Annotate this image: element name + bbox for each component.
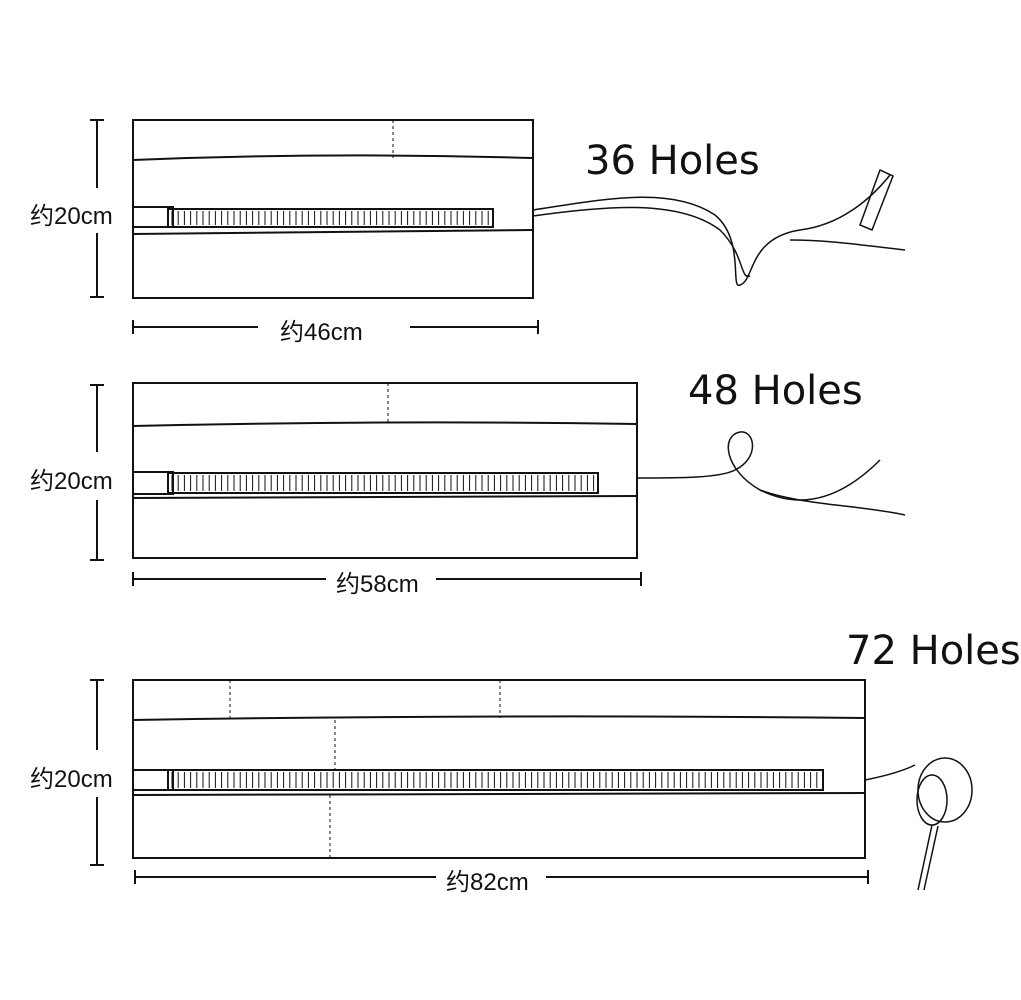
pen-loops-strip (167, 769, 824, 791)
roll-tab (132, 769, 174, 791)
holes-label-36: 36 Holes (585, 138, 760, 184)
width-dimension (132, 320, 539, 334)
roll-tab (132, 471, 174, 495)
width-label-72: 约82cm (442, 862, 533, 897)
pen-roll-72 (90, 679, 973, 891)
width-label-36: 约46cm (276, 312, 367, 347)
fold-line (132, 421, 638, 427)
fold-line-lower (132, 792, 866, 796)
holes-label-72: 72 Holes (846, 628, 1021, 674)
diagram-drawing (90, 119, 973, 891)
width-dimension (132, 572, 642, 586)
roll-tab (132, 206, 174, 228)
width-label-48: 约58cm (332, 564, 423, 599)
fold-line (132, 715, 866, 721)
fold-line-lower (132, 229, 534, 235)
pen-roll-48 (90, 382, 906, 586)
width-dimension (134, 870, 869, 884)
height-label-48: 约20cm (30, 468, 113, 495)
product-size-diagram: 36 Holes 约20cm 约46cm 48 Holes 约20cm 约58c… (30, 119, 1021, 897)
pen-loops-strip (167, 208, 494, 228)
fold-line-lower (132, 495, 638, 499)
fold-line (132, 154, 534, 161)
strap (864, 757, 973, 891)
height-dimension (90, 384, 104, 561)
roll-body (132, 382, 638, 559)
strap (636, 431, 906, 516)
holes-label-48: 48 Holes (688, 368, 863, 414)
pen-roll-36 (90, 119, 906, 334)
strap (532, 168, 906, 286)
height-dimension (90, 679, 104, 866)
pen-loops-strip (167, 472, 599, 494)
height-dimension (90, 119, 104, 298)
height-label-36: 约20cm (30, 203, 113, 230)
height-label-72: 约20cm (30, 766, 113, 793)
